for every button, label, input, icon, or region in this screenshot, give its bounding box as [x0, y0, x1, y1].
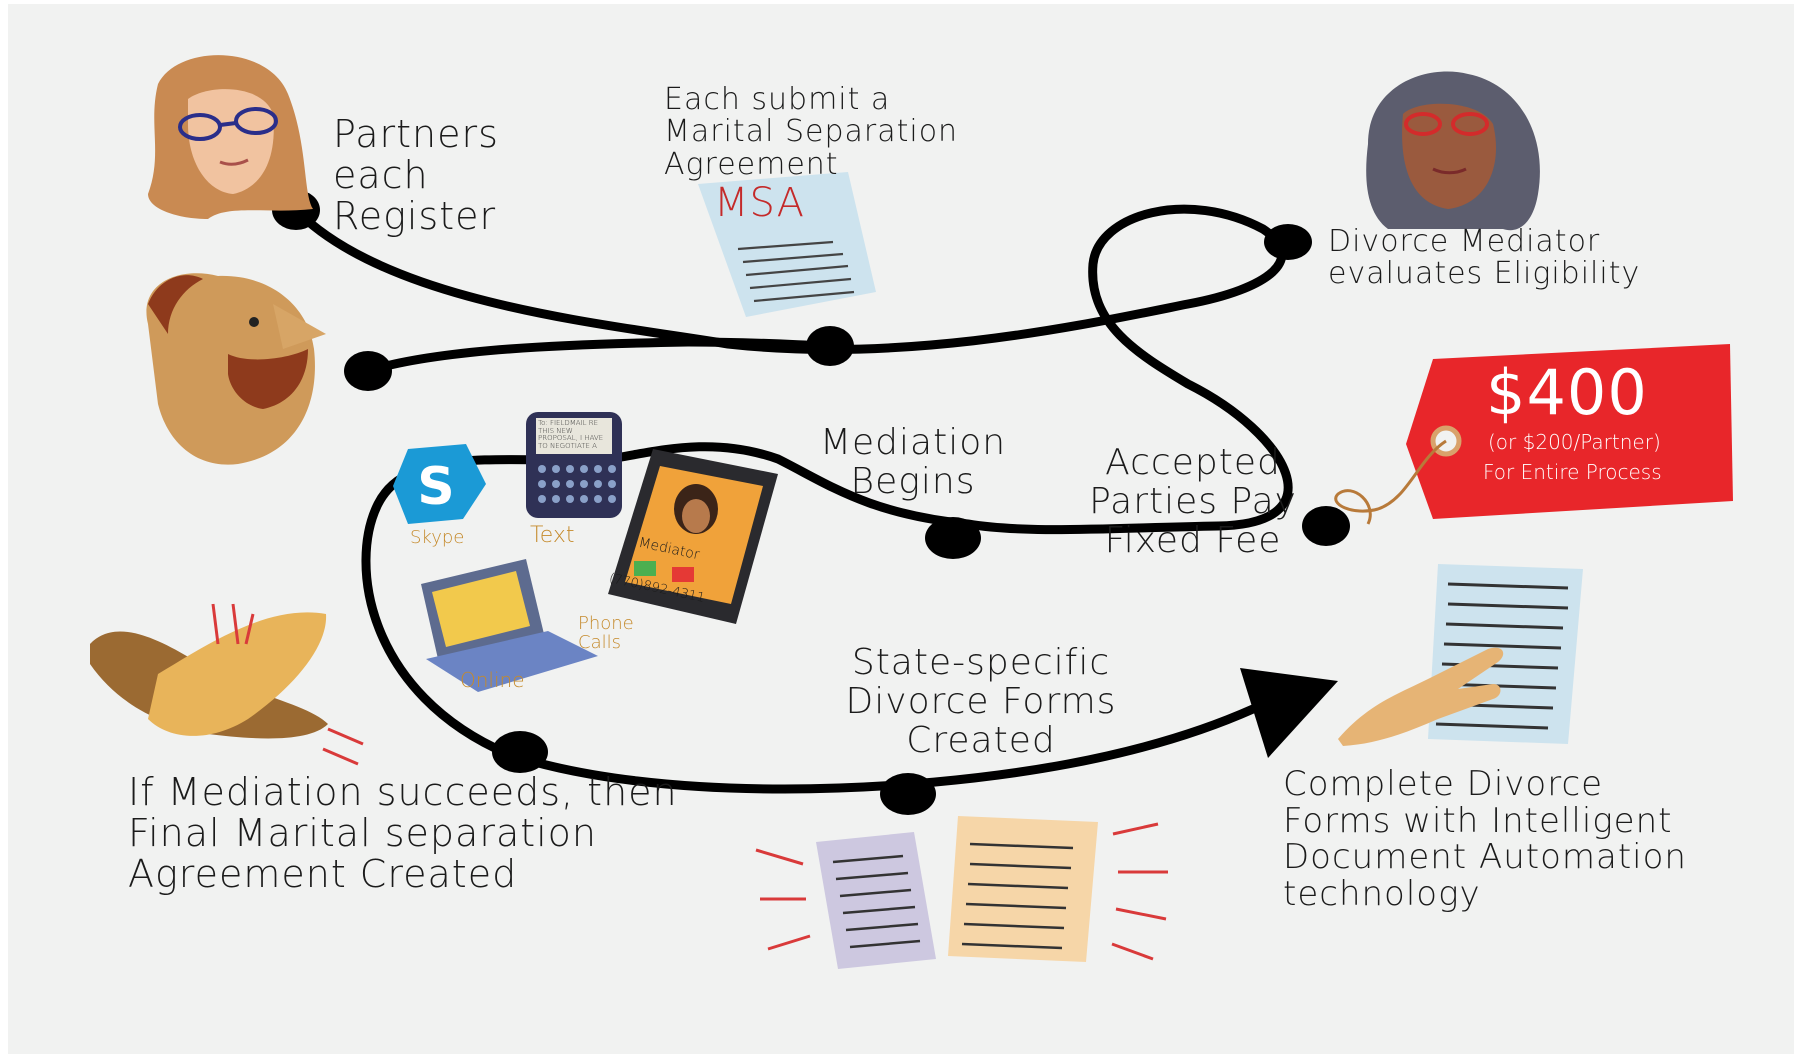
step-mediation-label: Mediation Begins [819, 422, 1007, 502]
channel-phone-label: Phone Calls [578, 613, 634, 654]
dot-register-2 [344, 351, 392, 391]
step-complete-label: Complete Divorce Forms with Intelligent … [1283, 764, 1687, 915]
step-fee-label: Accepted Parties Pay Fixed Fee [1089, 442, 1297, 561]
partner-woman-illustration [148, 55, 313, 219]
step-forms-label: State-specific Divorce Forms Created [845, 642, 1117, 761]
channel-skype-label: Skype [410, 527, 465, 548]
arrow-head [1240, 668, 1338, 758]
channel-online-label: Online [460, 668, 525, 692]
mediator-illustration [1366, 71, 1540, 231]
price-scope: For Entire Process [1483, 460, 1662, 484]
completed-form-illustration [1338, 564, 1583, 746]
dot-forms [880, 773, 936, 815]
dot-mediator [1264, 224, 1312, 260]
text-message-preview: To: FIELDMAIL RE THIS NEW PROPOSAL, I HA… [538, 419, 604, 450]
dot-submit [806, 326, 854, 366]
channel-text-label: Text [530, 523, 575, 548]
partner-man-illustration [146, 273, 326, 465]
msa-document-illustration [698, 172, 876, 317]
dot-mediation [925, 517, 981, 559]
state-forms-documents-illustration [755, 816, 1168, 969]
svg-text:S: S [417, 457, 454, 517]
step-final-label: If Mediation succeeds, then Final Marita… [128, 770, 678, 897]
step-submit-label: Each submit a Marital Separation Agreeme… [664, 82, 959, 182]
blackberry-text-icon [526, 412, 622, 518]
step-register-label: Partners each Register [333, 112, 499, 239]
dot-final [492, 731, 548, 773]
process-flow-svg: S [90, 55, 1733, 969]
skype-icon: S [393, 444, 486, 524]
price-amount: $400 [1486, 356, 1648, 429]
dot-fee [1302, 506, 1350, 546]
msa-label: MSA [714, 180, 806, 226]
step-mediator-label: Divorce Mediator evaluates Eligibility [1328, 224, 1641, 292]
flow-dots [272, 190, 1350, 815]
price-per-partner: (or $200/Partner) [1488, 430, 1661, 454]
diagram-canvas: S [8, 4, 1794, 1054]
price-tag-illustration [1334, 344, 1733, 525]
smartphone-icon [608, 449, 778, 624]
laptop-icon [421, 559, 598, 692]
handshake-illustration [90, 603, 364, 766]
